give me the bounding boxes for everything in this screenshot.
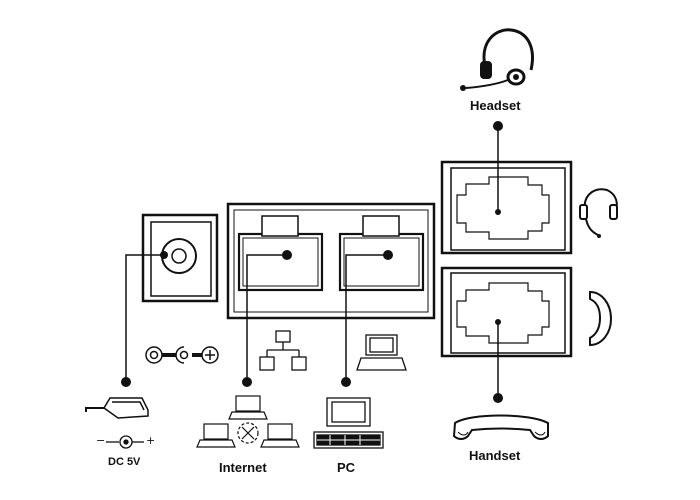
pc-connector-line: [345, 254, 388, 382]
power-connector-line: [125, 254, 164, 382]
handset-label: Handset: [469, 448, 521, 463]
handset-port-dot: [495, 319, 501, 325]
headset-port: [440, 160, 573, 255]
handset-bottom-icon: [452, 414, 549, 440]
internet-port: [237, 215, 324, 292]
internet-network-icon: [196, 395, 300, 448]
internet-label: Internet: [219, 460, 267, 475]
headset-top-icon: [460, 28, 534, 91]
pc-port: [338, 215, 425, 292]
desktop-pc-icon: [313, 397, 384, 449]
power-adapter-icon: [85, 397, 149, 419]
laptop-icon: [356, 334, 407, 371]
dc-plus-sign: +: [146, 434, 156, 447]
power-connector-dot: [121, 377, 131, 387]
network-ports-panel: [226, 202, 436, 320]
headset-connector-dot: [493, 121, 503, 131]
dc-voltage-label: DC 5V: [108, 456, 141, 468]
network-icon: [259, 330, 307, 371]
dc-minus-sign: −: [96, 434, 106, 447]
power-port: [141, 213, 219, 303]
headset-label: Headset: [470, 98, 521, 113]
handset-connector-dot: [493, 393, 503, 403]
internet-connector-dot: [242, 377, 252, 387]
handset-port: [440, 266, 573, 358]
polarity-plug-icon: [145, 346, 219, 364]
internet-connector-line: [246, 254, 287, 382]
headset-port-dot: [495, 209, 501, 215]
headset-side-icon: [579, 188, 618, 238]
pc-label: PC: [337, 460, 356, 475]
handset-side-icon: [589, 290, 613, 347]
dc-polarity-icon: [106, 435, 144, 449]
pc-connector-dot: [341, 377, 351, 387]
